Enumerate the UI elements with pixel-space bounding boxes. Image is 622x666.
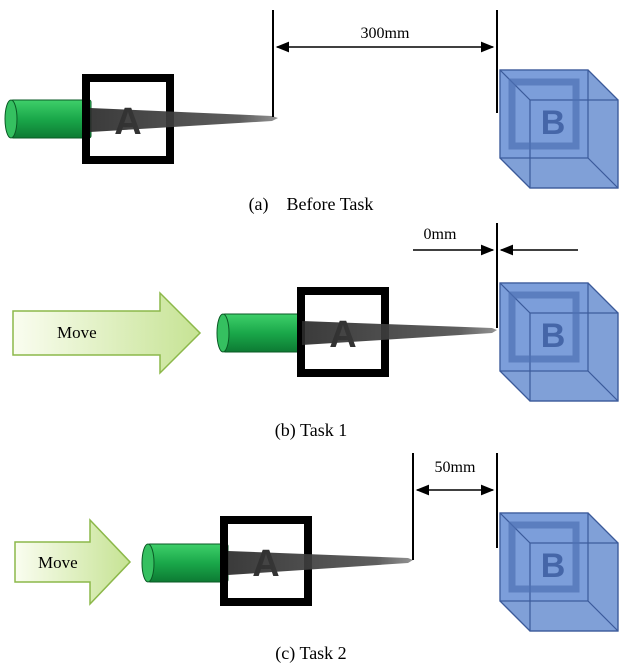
cube-label-c: B	[541, 547, 566, 585]
handle-a	[4, 99, 92, 139]
cube-b-b	[499, 282, 619, 402]
caption-a: (a) Before Task	[249, 194, 374, 215]
move-arrow-b	[12, 291, 202, 375]
move-label-b: Move	[57, 323, 97, 342]
cube-label-a: B	[541, 104, 566, 142]
needle-b	[302, 321, 497, 345]
cube-b-c	[499, 512, 619, 632]
caption-c: (c) Task 2	[275, 643, 346, 664]
distance-label-a: 300mm	[361, 25, 410, 42]
cube-b-a	[499, 69, 619, 189]
panel-c: Move A 50mm B (c) Task 2	[14, 453, 619, 664]
handle-b	[216, 313, 304, 353]
needle-a	[90, 108, 278, 132]
panel-a: A 300mm B (a) Before Task	[4, 10, 619, 215]
needle-c	[228, 551, 413, 575]
cube-label-b: B	[541, 317, 566, 355]
caption-b: (b) Task 1	[275, 420, 347, 441]
handle-c	[141, 543, 229, 583]
move-arrow-c	[14, 518, 132, 606]
move-label-c: Move	[38, 553, 78, 572]
distance-label-c: 50mm	[435, 459, 476, 476]
distance-label-b: 0mm	[424, 226, 457, 243]
panel-b: Move A 0mm B (b) Task 1	[12, 223, 619, 441]
